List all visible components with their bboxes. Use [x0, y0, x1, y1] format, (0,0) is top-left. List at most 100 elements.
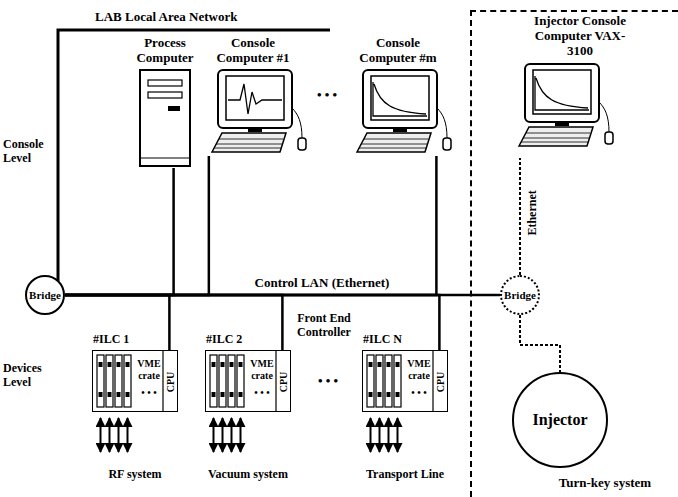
vme-crate: #ILC 1VME crate• • •CPU [92, 350, 178, 412]
bridge-label: Bridge [502, 277, 538, 313]
computer-label: Console Computer #1 [205, 36, 301, 66]
card-knob [378, 362, 382, 367]
card-knob [108, 362, 112, 367]
card-knob [221, 392, 225, 397]
link-label: Ethernet [526, 183, 540, 243]
computer-label: Process Computer [122, 36, 208, 66]
card-knob [396, 392, 400, 397]
computer-node: Console Computer #m [350, 36, 446, 156]
system-label: Transport Line [350, 468, 460, 482]
crate-dots: • • • [247, 387, 277, 399]
vme-crate-art [97, 351, 433, 452]
crate-card [228, 355, 235, 407]
control-lan-link [65, 156, 436, 295]
card-knob [108, 392, 112, 397]
device-io-arrow [127, 418, 129, 452]
device-io-arrow [379, 418, 381, 452]
label-patch: Control LAN (Ethernet) [253, 275, 392, 290]
ethernet-link [519, 158, 521, 275]
card-knob [117, 392, 121, 397]
console-computer-icon [519, 64, 613, 146]
card-knob [99, 362, 103, 367]
crate-card [367, 355, 374, 407]
group-label: Front End Controller [292, 312, 356, 340]
card-knob [221, 362, 225, 367]
crate-card [97, 355, 104, 407]
ellipsis: • • • [300, 374, 356, 389]
injector-label: Injector [514, 374, 606, 466]
card-knob [396, 362, 400, 367]
crate-card [210, 355, 217, 407]
lab-lan-line [58, 30, 330, 281]
screen-curve [373, 82, 427, 116]
control-lan-link [65, 295, 169, 350]
crate-dots: • • • [404, 387, 434, 399]
card-knob [126, 392, 130, 397]
level-label: Devices Level [3, 362, 51, 390]
crate-number: #ILC N [363, 333, 402, 347]
card-knob [212, 392, 216, 397]
vme-crate: #ILC NVME crate• • •CPU [362, 350, 448, 412]
control-lan-link [65, 156, 209, 295]
vme-crate: #ILC 2VME crate• • •CPU [205, 350, 291, 412]
device-io-arrow [222, 418, 224, 452]
crate-number: #ILC 2 [206, 333, 242, 347]
crate-card [219, 355, 226, 407]
card-knob [99, 392, 103, 397]
card-knob [378, 392, 382, 397]
control-lan-link [65, 295, 439, 350]
crate-dots: • • • [134, 387, 164, 399]
cpu-label: CPU [165, 364, 177, 400]
control-lan-link [65, 168, 174, 295]
computer-label: Injector Console Computer VAX-3100 [525, 14, 635, 59]
card-knob [230, 392, 234, 397]
card-knob [230, 362, 234, 367]
ethernet-link [520, 315, 560, 372]
crate-label: VME crate [404, 358, 434, 381]
crate-label: VME crate [247, 358, 277, 381]
bridge-label: Bridge [27, 277, 63, 313]
label-patch: Ethernet [525, 188, 539, 237]
crate-label: VME crate [134, 358, 164, 381]
card-knob [387, 392, 391, 397]
device-io-arrow [213, 418, 215, 452]
crate-card [124, 355, 131, 407]
card-knob [212, 362, 216, 367]
tower-icon [168, 106, 180, 111]
device-io-arrow [370, 418, 372, 452]
computer-node: Console Computer #1 [205, 36, 301, 156]
crate-card [376, 355, 383, 407]
crate-card [106, 355, 113, 407]
card-knob [369, 362, 373, 367]
tower-icon [148, 80, 182, 86]
network-label: LAB Local Area Network [95, 10, 237, 25]
crate-card [115, 355, 122, 407]
system-label: RF system [80, 468, 190, 482]
device-io-arrow [118, 418, 120, 452]
link-label: Control LAN (Ethernet) [222, 276, 422, 291]
tower-icon [140, 158, 190, 159]
bridge-node: Bridge [500, 275, 540, 315]
device-io-arrow [109, 418, 111, 452]
level-label: Console Level [3, 138, 51, 166]
turnkey-region: Turn-key systemInjector Console Computer… [470, 10, 678, 497]
crate-number: #ILC 1 [93, 333, 129, 347]
crate-card [394, 355, 401, 407]
computer-node: Process Computer [122, 36, 208, 168]
device-io-arrow [397, 418, 399, 452]
control-lan-link [65, 295, 282, 350]
cpu-strip [162, 351, 163, 411]
system-label: Vacuum system [193, 468, 303, 482]
ellipsis: • • • [305, 88, 349, 103]
injector-circle: Injector [512, 372, 608, 468]
card-knob [387, 362, 391, 367]
cpu-strip [432, 351, 433, 411]
card-knob [239, 362, 243, 367]
tower-icon [148, 92, 182, 98]
screen-curve [535, 76, 589, 110]
card-knob [126, 362, 130, 367]
card-knob [369, 392, 373, 397]
screen-waveform [228, 84, 282, 114]
